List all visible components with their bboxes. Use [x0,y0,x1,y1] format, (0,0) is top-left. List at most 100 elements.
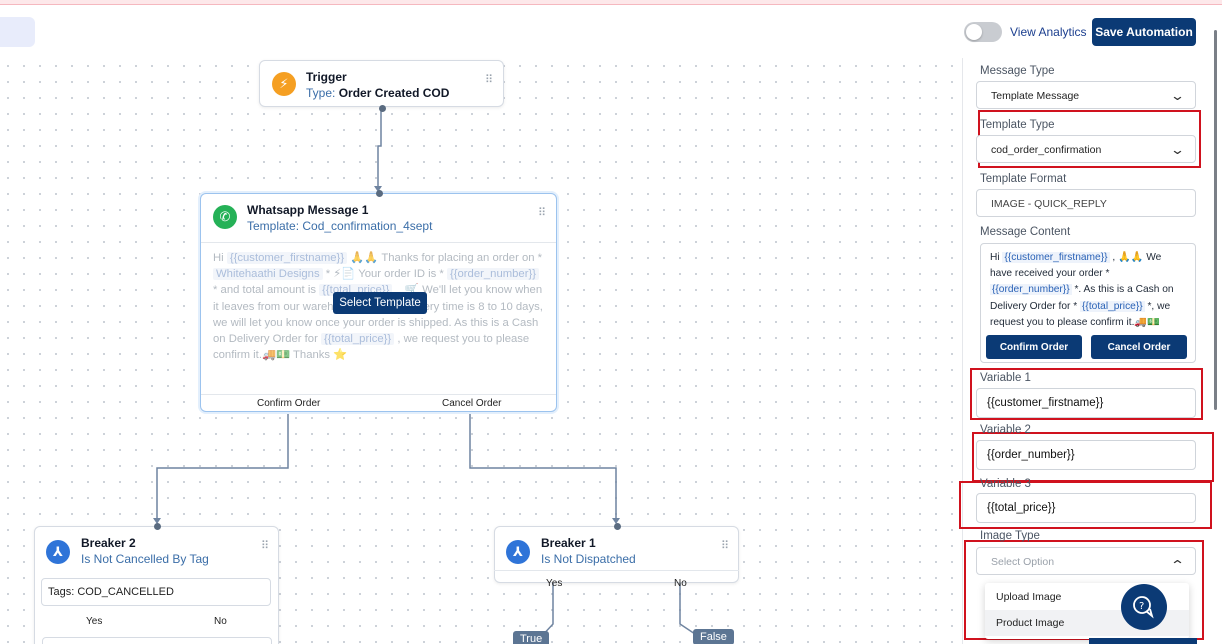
connector-breaker1-false [679,583,696,635]
breaker-2-yes[interactable]: Yes [86,616,103,627]
input-port[interactable] [154,523,161,530]
template-type-select[interactable]: cod_order_confirmation ⌄ [976,135,1196,163]
message-type-label: Message Type [980,65,1055,77]
scrollbar[interactable] [1214,30,1217,410]
variable-3-input[interactable]: {{total_price}} [976,493,1196,523]
arrowhead [612,518,620,524]
chevron-down-icon: ⌄ [1169,88,1186,103]
highlight-variable-3 [959,481,1212,529]
split-icon: ⅄ [506,540,530,564]
preview-text: * and total amount is [213,284,320,297]
breaker-1-yes[interactable]: Yes [546,578,563,589]
help-chat-button[interactable]: ? [1121,584,1167,630]
template-type-value: cod_order_confirmation [991,144,1102,156]
view-analytics-link[interactable]: View Analytics [1010,25,1087,39]
confirm-order-option[interactable]: Confirm Order [257,398,321,409]
variable-2-label: Variable 2 [980,424,1031,436]
bottom-action-button[interactable] [1089,638,1197,644]
variable-chip: {{total_price}} [320,333,395,346]
whatsapp-message-node[interactable]: ✆ Whatsapp Message 1 Template: Cod_confi… [200,190,557,412]
whatsapp-title: Whatsapp Message 1 [247,203,369,217]
message-type-value: Template Message [991,90,1080,102]
true-badge: True [513,631,550,644]
breaker-1-title: Breaker 1 [541,536,596,550]
variable-chip: {{total_price}} [1080,300,1145,312]
input-port[interactable] [614,523,621,530]
confirm-order-button[interactable]: Confirm Order [986,335,1082,359]
analytics-toggle[interactable] [964,22,1002,42]
content-text: , 🙏🙏 We have received your order * [990,252,1162,280]
chevron-down-icon: ⌄ [1169,142,1186,157]
variable-2-input[interactable]: {{order_number}} [976,440,1196,470]
template-type-label: Template Type [980,119,1055,131]
breaker-1-no[interactable]: No [674,578,687,589]
drag-handle-icon[interactable]: ⠿ [721,540,731,552]
breaker-2-node[interactable]: ⅄ Breaker 2 Is Not Cancelled By Tag ⠿ Ta… [34,523,279,644]
cancel-order-option[interactable]: Cancel Order [442,398,502,409]
message-content-box: Hi {{customer_firstname}} , 🙏🙏 We have r… [980,243,1196,363]
message-type-select[interactable]: Template Message ⌄ [976,81,1196,109]
divider [201,242,556,243]
toggle-knob [966,24,982,40]
option-upload-image[interactable]: Upload Image [996,591,1062,603]
divider [494,570,739,571]
tags-field: Tags: COD_CANCELLED [41,578,271,606]
content-text: *, we request you to please confirm it.🚚… [990,300,1171,328]
template-format-label: Template Format [980,173,1067,185]
trigger-type-value: Order Created COD [338,86,450,100]
flow-canvas[interactable]: ⚡ Trigger Type: Order Created COD ⠿ ✆ Wh… [0,58,962,644]
split-icon: ⅄ [46,540,70,564]
chat-help-icon: ? [1133,596,1154,619]
image-type-placeholder: Select Option [991,556,1055,568]
content-text: Hi [990,252,1003,263]
input-port[interactable] [376,190,383,197]
preview-text: 🙏🙏 Thanks for placing an order on * [347,252,543,264]
variable-chip: {{customer_firstname}} [226,252,348,264]
variable-chip: Whitehaathi Designs [213,268,323,281]
trigger-type-label: Type: [306,86,336,100]
drag-handle-icon[interactable]: ⠿ [261,540,271,552]
breaker-1-node[interactable]: ⅄ Breaker 1 Is Not Dispatched ⠿ [494,523,739,583]
arrowhead [153,518,161,524]
breaker-1-subtitle: Is Not Dispatched [541,552,636,566]
preview-text: * ⚡📄 Your order ID is * [322,268,447,281]
image-type-select[interactable]: Select Option ⌄ [976,547,1196,575]
trigger-title: Trigger [306,70,347,84]
breaker-2-no[interactable]: No [214,616,227,627]
cancel-order-button[interactable]: Cancel Order [1091,335,1187,359]
breaker-2-title: Breaker 2 [81,536,136,550]
highlight-image-type [964,540,1204,640]
connector-trigger-whatsapp [377,108,382,188]
variable-3-label: Variable 3 [980,478,1031,490]
preview-text: Hi [213,252,224,264]
breaker-2-subtitle: Is Not Cancelled By Tag [81,552,209,566]
content-text: *. As this is a Cash on Delivery Order f… [990,284,1174,312]
message-content-label: Message Content [980,226,1071,238]
arrowhead [374,186,382,192]
connector-lines [153,108,696,639]
trigger-type: Type: Order Created COD [306,86,449,100]
variable-1-input[interactable]: {{customer_firstname}} [976,388,1196,418]
false-badge: False [693,629,734,644]
output-port[interactable] [379,105,386,112]
variable-chip: {{order_number}} [990,284,1072,296]
drag-handle-icon[interactable]: ⠿ [538,207,548,219]
highlight-variable-1 [970,368,1203,420]
connector-cancel-breaker1 [469,412,617,520]
variable-chip: {{order_number}} [446,268,540,281]
select-template-button[interactable]: Select Template [333,292,427,314]
top-accent-bar [0,0,1222,5]
image-type-label: Image Type [980,530,1040,542]
tags-field: Tags: COD_CANCELLED [42,637,272,644]
template-format-field: IMAGE - QUICK_REPLY [976,189,1196,217]
connector-confirm-breaker2 [156,412,289,520]
connector-breaker1-true [539,583,554,639]
drag-handle-icon[interactable]: ⠿ [485,74,495,86]
left-tab-stub[interactable] [0,17,35,47]
svg-text:?: ? [1139,601,1144,612]
save-automation-button[interactable]: Save Automation [1092,18,1196,46]
trigger-node[interactable]: ⚡ Trigger Type: Order Created COD ⠿ [259,60,504,112]
message-preview: Hi {{customer_firstname}} 🙏🙏 Thanks for … [213,250,543,363]
variable-1-label: Variable 1 [980,372,1031,384]
lightning-icon: ⚡ [272,72,296,96]
